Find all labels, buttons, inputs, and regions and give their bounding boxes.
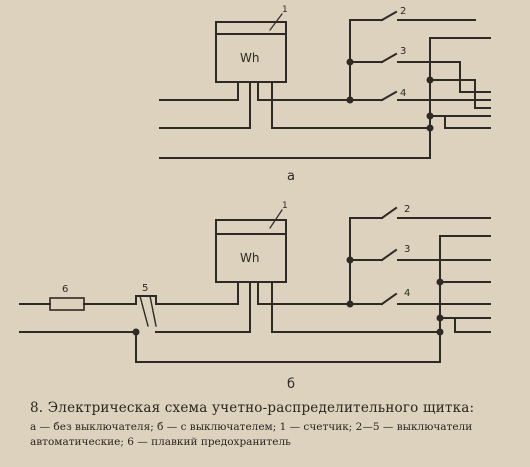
callout-1-a: 1	[282, 5, 288, 15]
schematic-diagram: Wh 1 2 3 4 а Wh 1 2 3 4 5 6 б	[19, 5, 491, 392]
subfigure-label-a: а	[287, 169, 295, 184]
figure-caption: 8. Электрическая схема учетно-распредели…	[30, 400, 525, 450]
caption-legend: а — без выключателя; б — с выключателем;…	[30, 420, 525, 450]
callout-6-b: 6	[62, 284, 68, 295]
callout-5-b: 5	[142, 283, 148, 294]
callout-2-a: 2	[400, 6, 406, 17]
callout-3-b: 3	[404, 244, 410, 255]
diagram-b	[19, 206, 491, 363]
caption-legend-line-2: автоматические; 6 — плавкий предохраните…	[30, 436, 291, 448]
callout-4-b: 4	[404, 288, 410, 299]
caption-legend-line-1: а — без выключателя; б — с выключателем;…	[30, 421, 473, 433]
fuse-6	[49, 297, 85, 311]
callout-4-a: 4	[400, 88, 406, 99]
diagram-a	[159, 10, 491, 159]
subfigure-label-b: б	[287, 377, 295, 392]
caption-title: 8. Электрическая схема учетно-распредели…	[30, 400, 475, 416]
callout-2-b: 2	[404, 204, 410, 215]
callout-1-b: 1	[282, 201, 288, 211]
meter-label-b: Wh	[240, 251, 259, 265]
meter-label-a: Wh	[240, 51, 259, 65]
callout-3-a: 3	[400, 46, 406, 57]
